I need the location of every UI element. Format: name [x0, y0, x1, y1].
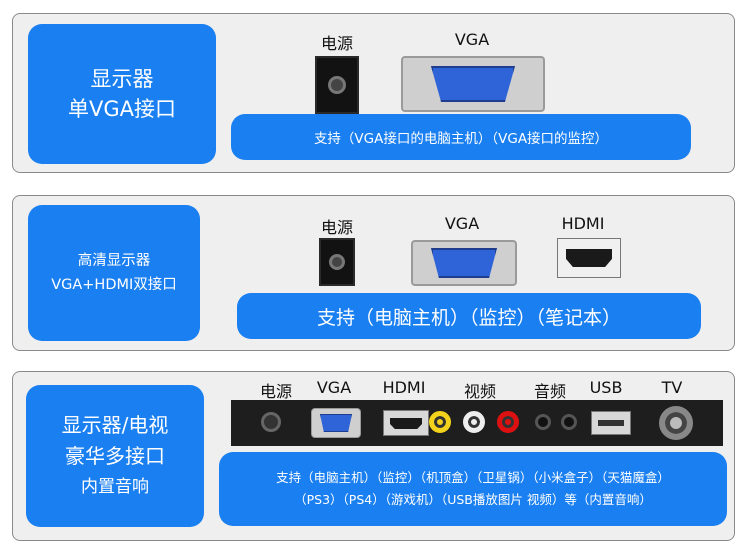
power-port-icon: [315, 56, 359, 114]
video-jack-yellow-icon: [429, 411, 451, 433]
port-title-audio: 音频: [533, 382, 566, 401]
power-jack-icon: [261, 412, 281, 432]
usb-port-icon: [591, 411, 631, 435]
port-title-vga: VGA: [454, 30, 490, 49]
vga-port-icon: [311, 408, 361, 438]
hdmi-connector-icon: [566, 249, 612, 267]
vga-connector-icon: [320, 414, 352, 432]
panel-label: 高清显示器 VGA+HDMI双接口: [28, 205, 200, 341]
vga-port-icon: [411, 240, 517, 286]
power-jack-icon: [329, 254, 345, 270]
vga-connector-icon: [431, 248, 497, 278]
panel-vga-hdmi: 高清显示器 VGA+HDMI双接口 电源 VGA HDMI 支持（电脑主机）（监…: [12, 195, 735, 351]
port-title-vga: VGA: [316, 378, 352, 397]
hdmi-connector-icon: [390, 418, 422, 429]
hdmi-port-icon: [557, 238, 621, 278]
hdmi-port-icon: [383, 410, 429, 436]
panel-label: 显示器 单VGA接口: [28, 24, 216, 164]
port-title-hdmi: HDMI: [382, 378, 426, 397]
power-jack-icon: [328, 76, 346, 94]
support-text-line-2: （PS3）（PS4）（游戏机）（USB播放图片 视频）等（内置音响）: [294, 492, 652, 507]
support-text: 支持（电脑主机）（监控）（笔记本）: [316, 306, 621, 329]
port-strip: [231, 400, 723, 446]
vga-port-icon: [401, 56, 545, 112]
port-title-usb: USB: [589, 378, 623, 397]
port-title-power: 电源: [320, 34, 353, 53]
panel-multi-interface: 显示器/电视 豪华多接口 内置音响 电源 VGA HDMI 视频 音频 USB …: [12, 371, 735, 541]
label-line-2: VGA+HDMI双接口: [51, 277, 177, 293]
panel-single-vga: 显示器 单VGA接口 电源 VGA 支持（VGA接口的电脑主机）（VGA接口的监…: [12, 13, 735, 173]
support-bar: 支持（VGA接口的电脑主机）（VGA接口的监控）: [231, 114, 691, 160]
support-bar: 支持（电脑主机）（监控）（机顶盒）（卫星锅）（小米盒子）（天猫魔盒） （PS3）…: [219, 452, 727, 526]
panel-label: 显示器/电视 豪华多接口 内置音响: [26, 385, 204, 527]
label-line-1: 显示器/电视: [61, 412, 169, 437]
support-bar: 支持（电脑主机）（监控）（笔记本）: [237, 293, 701, 339]
support-text-line-1: 支持（电脑主机）（监控）（机顶盒）（卫星锅）（小米盒子）（天猫魔盒）: [276, 470, 670, 485]
audio-jack-red-icon: [497, 411, 519, 433]
label-line-1: 高清显示器: [77, 253, 151, 269]
vga-connector-icon: [431, 66, 515, 102]
power-port-icon: [319, 238, 355, 286]
port-title-power: 电源: [259, 382, 292, 401]
usb-slot-icon: [598, 420, 624, 426]
label-line-3: 内置音响: [81, 476, 149, 497]
label-line-1: 显示器: [90, 67, 154, 91]
label-line-2: 单VGA接口: [67, 97, 176, 121]
tv-antenna-port-icon: [659, 406, 693, 440]
audio-out-jack-icon: [561, 414, 577, 430]
port-title-tv: TV: [661, 378, 683, 397]
support-text: 支持（VGA接口的电脑主机）（VGA接口的监控）: [313, 131, 609, 147]
audio-jack-white-icon: [463, 411, 485, 433]
headphone-jack-icon: [535, 414, 551, 430]
label-line-2: 豪华多接口: [65, 443, 165, 468]
port-title-power: 电源: [320, 218, 353, 237]
port-title-video: 视频: [463, 382, 496, 401]
port-title-vga: VGA: [444, 214, 480, 233]
port-title-hdmi: HDMI: [561, 214, 605, 233]
